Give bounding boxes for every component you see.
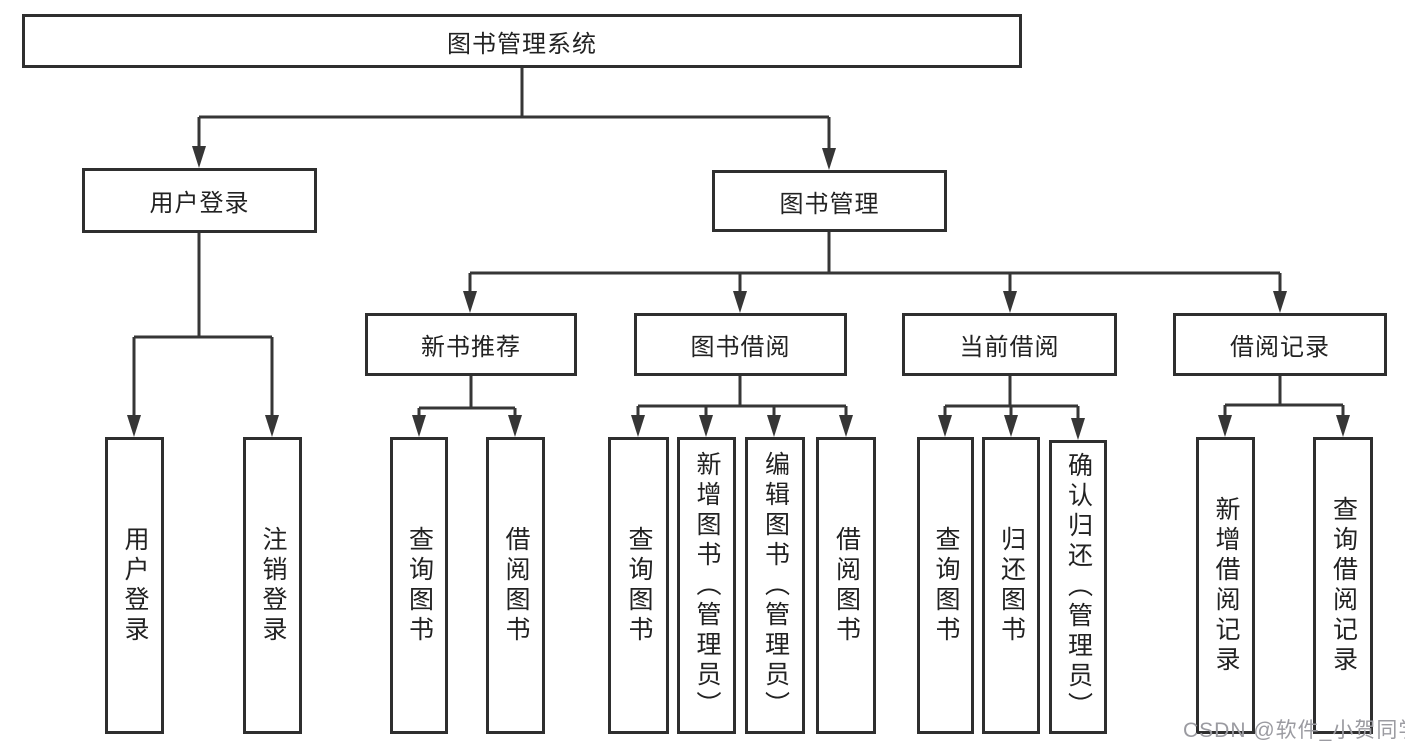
leaf-borrow-edit-books-admin: 编辑图书（管理员） bbox=[745, 437, 805, 734]
leaf-label: 用户登录 bbox=[121, 525, 149, 646]
node-root: 图书管理系统 bbox=[22, 14, 1022, 68]
leaf-label: 查询借阅记录 bbox=[1329, 495, 1358, 676]
node-book-mgmt: 图书管理 bbox=[712, 170, 947, 232]
leaf-records-query-record: 查询借阅记录 bbox=[1313, 437, 1373, 734]
leaf-label: 借阅图书 bbox=[502, 525, 530, 646]
node-book-borrow-label: 图书借阅 bbox=[690, 334, 791, 361]
leaf-label: 查询图书 bbox=[405, 525, 434, 646]
leaf-user-login: 用户登录 bbox=[105, 437, 164, 734]
leaf-label: 新增借阅记录 bbox=[1212, 495, 1240, 676]
leaf-label: 新增图书（管理员） bbox=[693, 450, 721, 721]
leaf-label: 确认归还（管理员） bbox=[1064, 452, 1093, 722]
leaf-label: 归还图书 bbox=[997, 525, 1026, 646]
node-borrow-records: 借阅记录 bbox=[1173, 313, 1387, 376]
leaf-logout: 注销登录 bbox=[243, 437, 302, 734]
leaf-borrow-add-books-admin: 新增图书（管理员） bbox=[677, 437, 736, 734]
leaf-label: 借阅图书 bbox=[832, 525, 861, 646]
watermark: CSDN @软件_小贺同学 bbox=[1183, 719, 1405, 742]
leaf-newbook-borrow-books: 借阅图书 bbox=[486, 437, 545, 734]
node-new-book-rec-label: 新书推荐 bbox=[421, 334, 521, 361]
node-book-mgmt-label: 图书管理 bbox=[779, 190, 880, 218]
leaf-current-confirm-return-admin: 确认归还（管理员） bbox=[1049, 440, 1107, 734]
leaf-label: 注销登录 bbox=[259, 525, 287, 646]
leaf-current-return-books: 归还图书 bbox=[982, 437, 1040, 734]
node-user-login: 用户登录 bbox=[82, 168, 317, 233]
leaf-newbook-query-books: 查询图书 bbox=[390, 437, 448, 734]
leaf-label: 查询图书 bbox=[932, 525, 960, 646]
node-new-book-rec: 新书推荐 bbox=[365, 313, 577, 376]
leaf-borrow-borrow-books: 借阅图书 bbox=[816, 437, 876, 734]
node-current-borrow-label: 当前借阅 bbox=[959, 334, 1060, 361]
node-current-borrow: 当前借阅 bbox=[902, 313, 1117, 376]
node-book-borrow: 图书借阅 bbox=[634, 313, 847, 376]
node-borrow-records-label: 借阅记录 bbox=[1230, 334, 1330, 361]
node-root-label: 图书管理系统 bbox=[447, 30, 597, 58]
node-user-login-label: 用户登录 bbox=[149, 190, 250, 217]
leaf-label: 编辑图书（管理员） bbox=[761, 450, 790, 721]
leaf-label: 查询图书 bbox=[625, 525, 653, 646]
leaf-records-add-record: 新增借阅记录 bbox=[1196, 437, 1255, 734]
leaf-borrow-query-books: 查询图书 bbox=[608, 437, 669, 734]
leaf-current-query-books: 查询图书 bbox=[917, 437, 974, 734]
